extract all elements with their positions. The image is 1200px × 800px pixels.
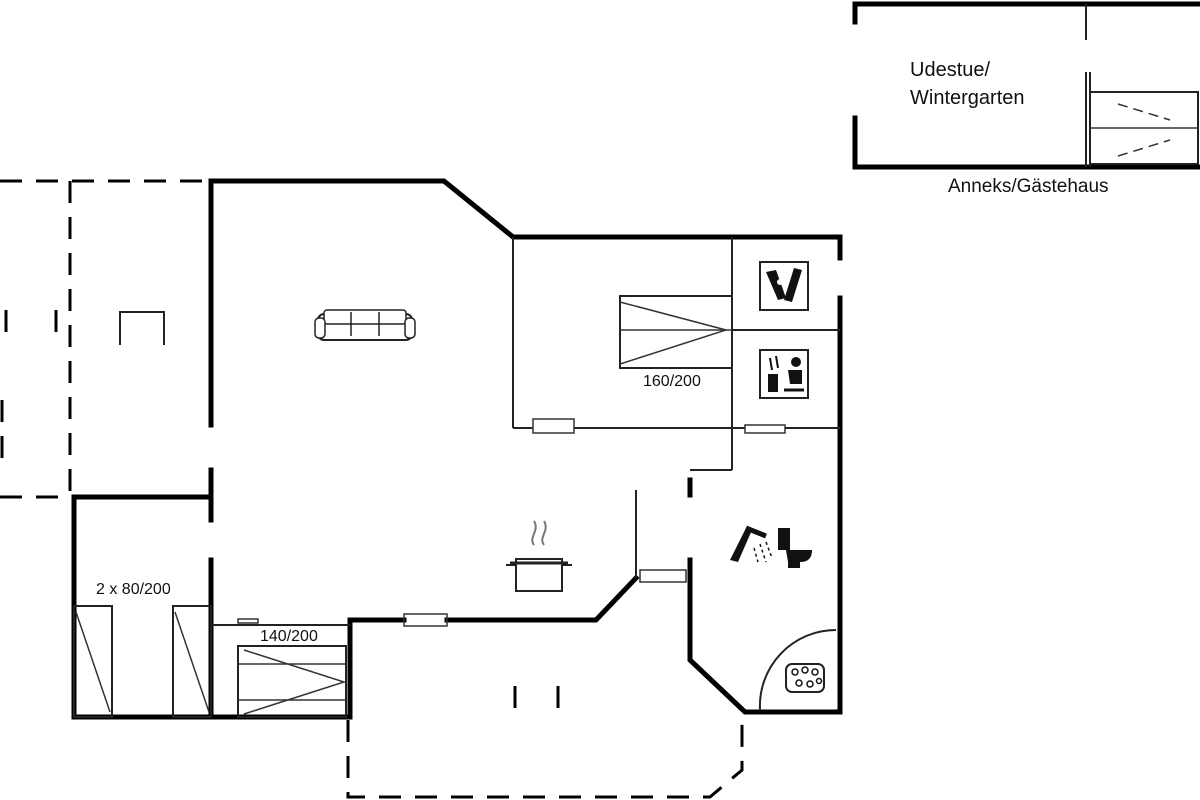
bed-twin [73, 605, 212, 718]
cooking-pot-icon [506, 520, 572, 592]
annex-bed-symbol [1089, 91, 1199, 165]
annex-caption: Anneks/Gästehaus [948, 176, 1109, 197]
terraces [0, 179, 744, 799]
whirlpool-icon [758, 628, 837, 711]
shower-icon [730, 525, 773, 563]
sofa-icon [314, 309, 416, 341]
bed-small [237, 645, 347, 718]
main-house-walls [71, 178, 843, 720]
terrace-table [119, 311, 165, 345]
bed-main-label: 160/200 [643, 373, 701, 390]
toilet-icon [778, 528, 812, 568]
bed-small-label: 140/200 [260, 628, 318, 645]
annex-building: Udestue/ Wintergarten Anneks/Gästehaus [852, 1, 1200, 197]
bed-main [619, 295, 733, 369]
sauna-icon [759, 349, 809, 399]
bed-twin-label: 2 x 80/200 [96, 581, 171, 598]
washing-machine-icon [759, 261, 809, 311]
annex-room-label: Udestue/ Wintergarten [910, 59, 1025, 109]
